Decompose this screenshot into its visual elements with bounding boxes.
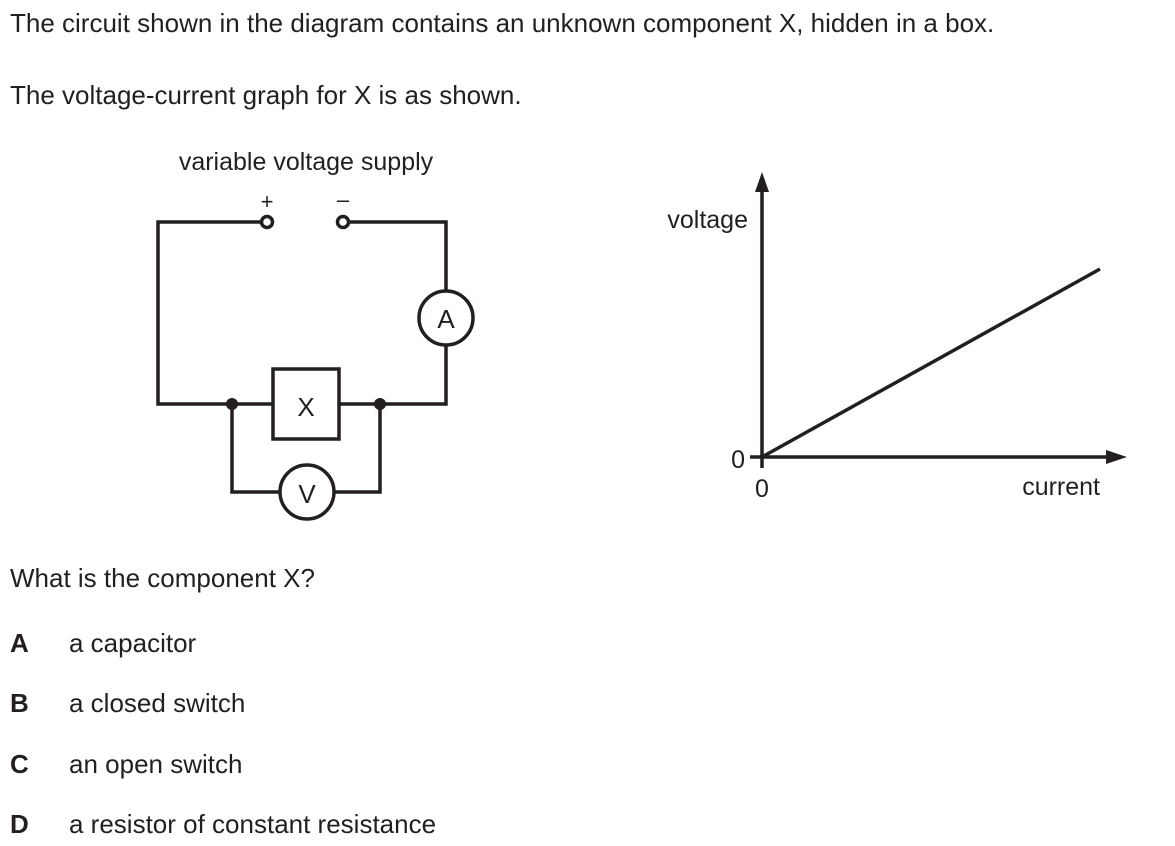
junction-left [226,398,238,410]
voltmeter-label: V [298,479,316,509]
component-x-box [271,367,341,441]
series-line-x [761,267,1101,459]
option-letter: C [10,749,29,779]
plus-sign: + [261,189,274,214]
x-axis-arrow-icon [1106,450,1127,464]
option-text: a closed switch [69,688,246,718]
y-tick-label-0: 0 [731,446,745,474]
wire-voltmeter-left [230,404,279,494]
option-text: a capacitor [69,628,197,658]
component-x-label: X [297,392,314,422]
question-prompt: What is the component X? [10,563,315,593]
supply-label: variable voltage supply [179,148,434,176]
wire-left [156,220,272,406]
option-text: a resistor of constant resistance [69,809,437,839]
wire-voltmeter-right [335,404,382,494]
question-line-2: The voltage-current graph for X is as sh… [10,80,522,110]
ammeter-symbol [417,289,475,347]
wire-right-bottom [339,345,448,406]
voltage-current-graph: voltage current 0 0 [667,172,1127,503]
x-tick-label-0: 0 [755,475,769,503]
junction-right [374,398,386,410]
voltmeter-symbol [278,463,336,521]
minus-sign: – [337,187,350,212]
option-letter: D [10,809,29,839]
option-letter: A [10,628,29,658]
y-axis-arrow-icon [755,172,769,192]
negative-terminal [335,214,351,230]
question-line-1: The circuit shown in the diagram contain… [10,8,995,38]
x-axis-label: current [1022,473,1100,501]
option-text: an open switch [69,749,243,779]
wire-right-top [348,220,448,291]
y-axis-label: voltage [667,206,748,234]
positive-terminal [259,214,275,230]
ammeter-label: A [437,304,455,334]
option-letter: B [10,688,29,718]
circuit-diagram: variable voltage supply + – X A V [156,148,475,521]
